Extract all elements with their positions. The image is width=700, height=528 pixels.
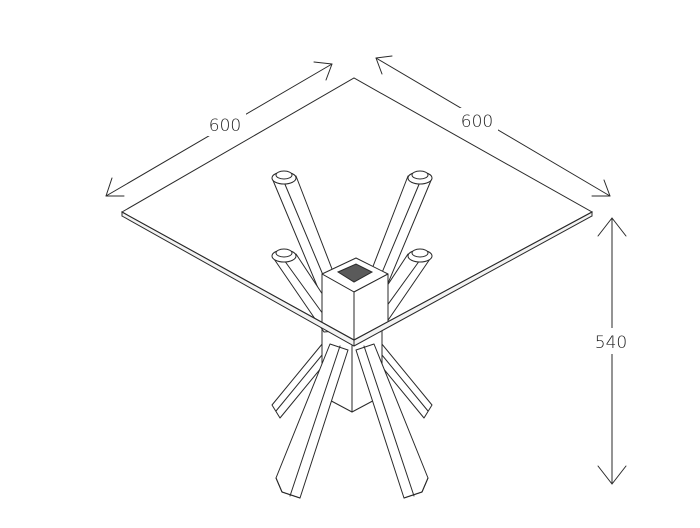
dimension-label-width-right: 600 [461, 112, 493, 132]
dimension-label-height: 540 [595, 333, 627, 353]
leg-lower-front-left [275, 343, 349, 499]
leg-lower-front-right [355, 343, 429, 499]
table-base [271, 170, 433, 499]
dimension-label-width-left: 600 [209, 116, 241, 136]
center-cap [321, 257, 389, 341]
glass-table-top [120, 77, 594, 347]
